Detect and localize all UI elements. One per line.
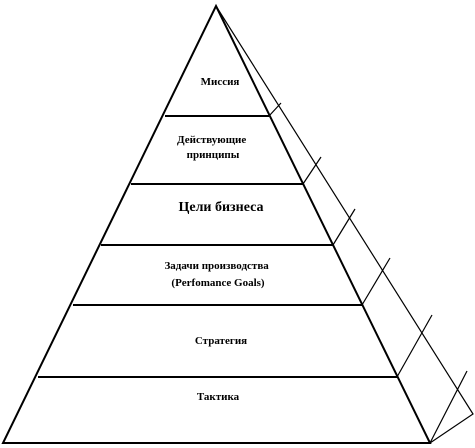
- level-label-principles: Действующие принципы: [177, 134, 249, 161]
- side-divider-5: [396, 314, 433, 378]
- level-label-mission: Миссия: [201, 76, 240, 88]
- side-divider-1: [268, 102, 282, 117]
- side-divider-3: [332, 208, 356, 246]
- level-label-strategy: Стратегия: [195, 335, 247, 347]
- level-label-tactics: Тактика: [197, 391, 240, 403]
- pyramid-front-face: [1, 3, 432, 444]
- side-divider-6: [429, 370, 468, 444]
- side-divider-4: [361, 257, 391, 306]
- side-divider-2: [302, 156, 322, 185]
- level-label-performance: Задачи производства (Perfomance Goals): [164, 260, 271, 289]
- level-label-goals: Цели бизнеса: [178, 200, 263, 215]
